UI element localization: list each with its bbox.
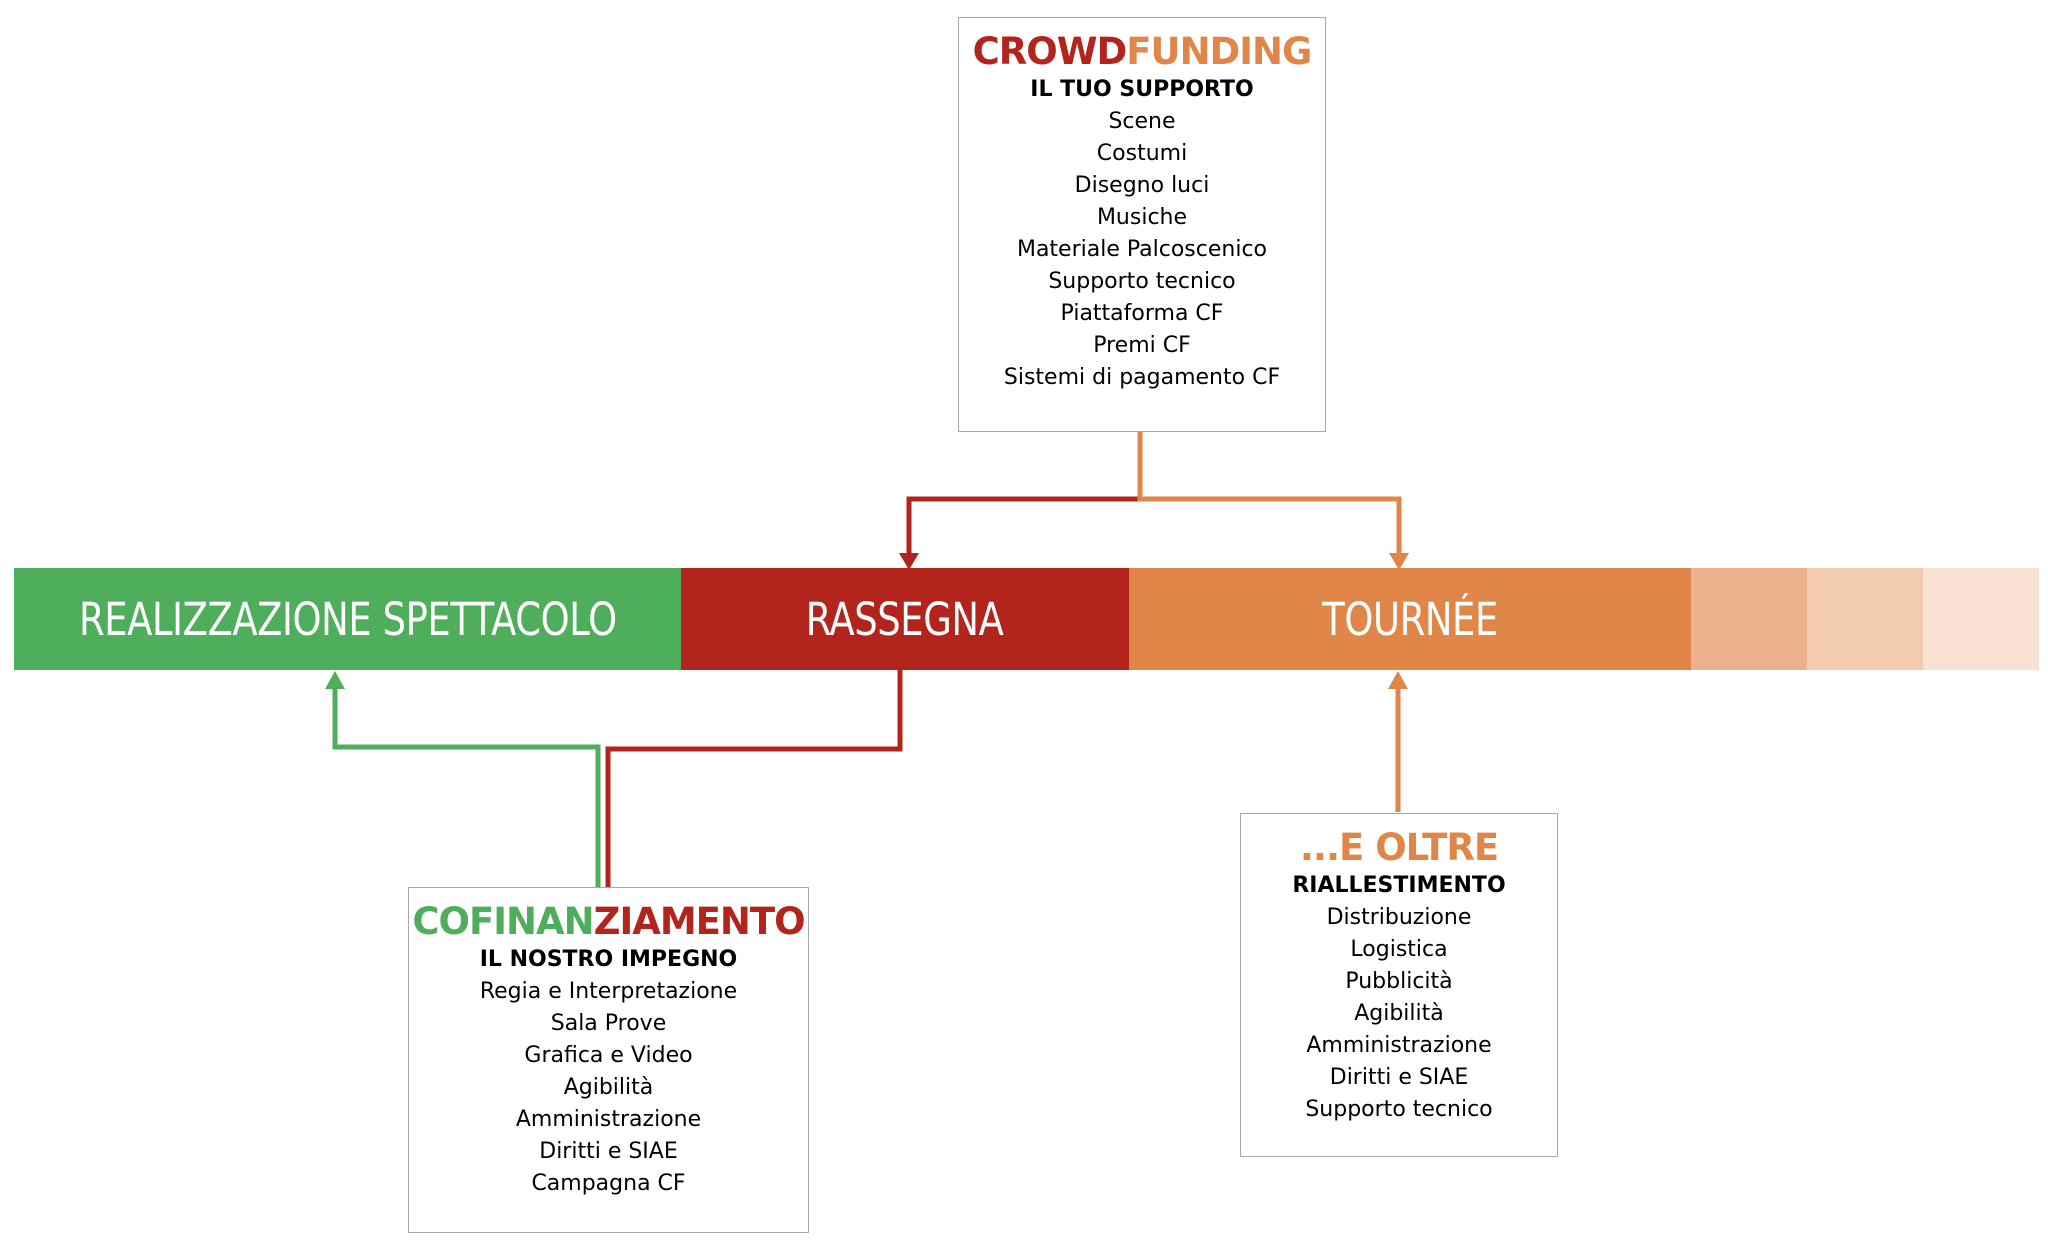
list-item: Supporto tecnico	[1048, 269, 1236, 294]
list-item: Grafica e Video	[524, 1043, 693, 1068]
phase-realizzazione: REALIZZAZIONE SPETTACOLO	[14, 568, 681, 670]
cofinanziamento-box: COFINANZIAMENTO IL NOSTRO IMPEGNO Regia …	[408, 887, 809, 1233]
arrow-crowdfunding-to-rassegna	[906, 431, 1143, 556]
oltre-box: ...E OLTRE RIALLESTIMENTO Distribuzione …	[1240, 813, 1558, 1157]
list-item: Diritti e SIAE	[539, 1139, 678, 1164]
list-item: Agibilità	[1354, 1001, 1444, 1026]
cofinanziamento-title-part2: ZIAMENTO	[593, 900, 806, 943]
list-item: Campagna CF	[531, 1171, 686, 1196]
list-item: Agibilità	[563, 1075, 654, 1100]
list-item: Supporto tecnico	[1305, 1097, 1493, 1122]
list-item: Musiche	[1096, 205, 1188, 230]
list-item: Premi CF	[1093, 333, 1191, 358]
list-item: Piattaforma CF	[1060, 301, 1224, 326]
fade-segment-3	[1923, 568, 2039, 670]
cofinanziamento-subtitle: IL NOSTRO IMPEGNO	[479, 947, 738, 972]
arrow-crowdfunding-to-tournee	[1137, 431, 1402, 556]
list-item: Distribuzione	[1326, 905, 1472, 930]
list-item: Diritti e SIAE	[1329, 1065, 1469, 1090]
oltre-title: ...E OLTRE	[1299, 826, 1499, 869]
arrow-cofinanziamento-to-realizzazione	[332, 686, 601, 888]
arrowhead-realizzazione	[325, 671, 345, 689]
phase-rassegna: RASSEGNA	[681, 568, 1129, 670]
fade-segment-2	[1807, 568, 1923, 670]
phase-tournee-label: TOURNÉE	[1322, 592, 1498, 646]
list-item: Amministrazione	[1306, 1033, 1492, 1058]
phase-tournee: TOURNÉE	[1129, 568, 1691, 670]
cofinanziamento-list: Regia e Interpretazione Sala Prove Grafi…	[409, 976, 808, 1200]
crowdfunding-list: Scene Costumi Disegno luci Musiche Mater…	[959, 106, 1325, 394]
list-item: Sala Prove	[550, 1011, 667, 1036]
phase-realizzazione-label: REALIZZAZIONE SPETTACOLO	[78, 592, 617, 646]
crowdfunding-box: CROWDFUNDING IL TUO SUPPORTO Scene Costu…	[958, 17, 1326, 432]
list-item: Disegno luci	[1074, 173, 1210, 198]
list-item: Amministrazione	[515, 1107, 702, 1132]
fade-segment-1	[1691, 568, 1807, 670]
list-item: Materiale Palcoscenico	[1016, 237, 1268, 262]
arrowhead-tournee-top	[1389, 553, 1409, 570]
list-item: Regia e Interpretazione	[479, 979, 738, 1004]
cofinanziamento-title-part1: COFINAN	[412, 900, 594, 943]
arrowhead-tournee-bottom	[1388, 671, 1408, 689]
cofinanziamento-title: COFINANZIAMENTO	[409, 900, 808, 944]
crowdfunding-title: CROWDFUNDING	[959, 30, 1325, 74]
crowdfunding-title-part2: FUNDING	[1126, 30, 1312, 73]
oltre-subtitle: RIALLESTIMENTO	[1292, 873, 1506, 898]
list-item: Sistemi di pagamento CF	[1003, 365, 1281, 390]
list-item: Pubblicità	[1345, 969, 1453, 994]
arrow-cofinanziamento-to-rassegna	[605, 670, 903, 888]
oltre-list: Distribuzione Logistica Pubblicità Agibi…	[1241, 902, 1557, 1126]
list-item: Costumi	[1096, 141, 1188, 166]
arrowhead-rassegna	[899, 553, 919, 570]
list-item: Scene	[1108, 109, 1176, 134]
list-item: Logistica	[1350, 937, 1448, 962]
crowdfunding-title-part1: CROWD	[972, 30, 1128, 73]
crowdfunding-subtitle: IL TUO SUPPORTO	[1030, 77, 1254, 102]
phase-rassegna-label: RASSEGNA	[806, 592, 1004, 646]
